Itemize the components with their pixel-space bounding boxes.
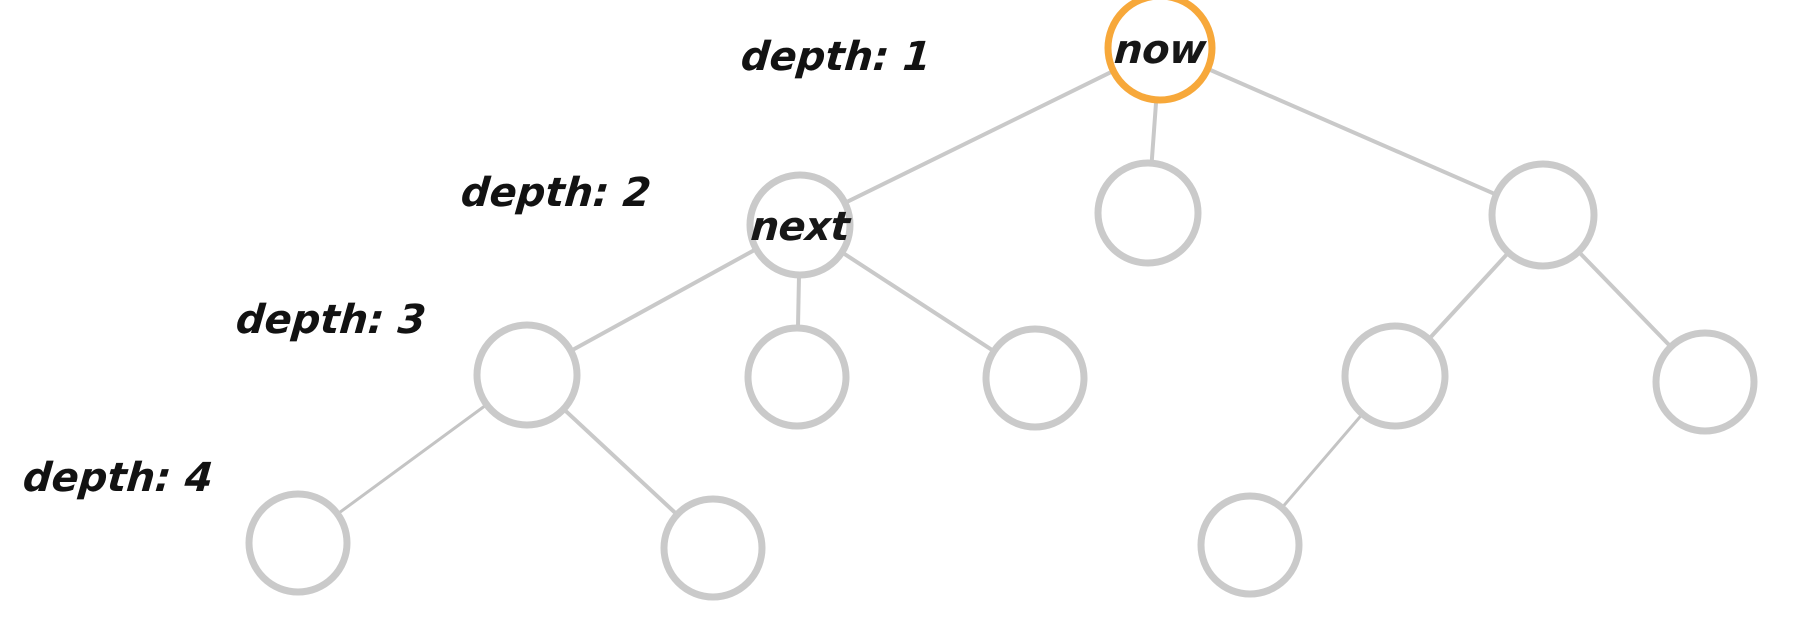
tree-edge	[334, 401, 490, 517]
tree-node[interactable]	[1488, 160, 1598, 270]
tree-node[interactable]	[1094, 159, 1202, 267]
tree-node[interactable]	[982, 325, 1088, 431]
tree-node-highlighted[interactable]	[1104, 0, 1216, 104]
edges-layer	[334, 65, 1675, 518]
tree-edge	[1575, 248, 1675, 351]
tree-edge	[567, 246, 760, 354]
tree-node[interactable]	[1652, 329, 1758, 435]
tree-node[interactable]	[473, 321, 581, 429]
tree-edge	[841, 68, 1118, 206]
tree-edge	[560, 405, 681, 518]
tree-edge	[1425, 249, 1512, 343]
nodes-layer	[245, 0, 1758, 601]
tree-edge	[1203, 65, 1501, 198]
tree-node[interactable]	[746, 171, 854, 279]
tree-node[interactable]	[744, 324, 850, 430]
tree-edge	[1279, 410, 1366, 511]
tree-node[interactable]	[245, 490, 351, 596]
tree-node[interactable]	[1341, 322, 1449, 430]
tree-edge	[795, 270, 802, 333]
tree-node[interactable]	[1197, 492, 1303, 598]
tree-edge	[838, 249, 998, 355]
tree-edge	[1149, 95, 1159, 168]
tree-node[interactable]	[660, 495, 766, 601]
